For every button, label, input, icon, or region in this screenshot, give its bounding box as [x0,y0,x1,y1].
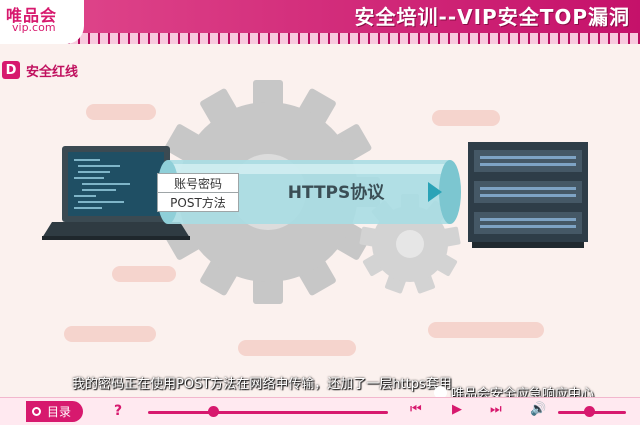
header-bar: 唯品会 vip.com 安全培训--VIP安全TOP漏洞 [0,0,640,44]
menu-button[interactable]: 目录 [26,401,84,422]
rewind-button[interactable]: ⏮ [410,402,422,417]
laptop-icon [42,146,190,240]
post-method-label: POST方法 [157,192,239,212]
volume-icon[interactable]: 🔊 [530,402,547,417]
background-cloud [64,326,156,342]
vip-logo: 唯品会 vip.com [0,0,84,44]
help-button[interactable]: ? [114,403,123,419]
progress-handle[interactable] [207,406,219,417]
section-heading: D 安全红线 [2,60,78,80]
forward-button[interactable]: ⏭ [490,402,502,417]
background-cloud [86,104,156,120]
wechat-icon [434,386,447,399]
menu-icon [32,407,41,416]
background-cloud [112,266,176,282]
play-button[interactable]: ▶ [452,402,462,417]
progress-track[interactable] [148,411,388,414]
background-cloud [238,340,356,356]
server-rack-icon [468,142,588,248]
logo-cn: 唯品会 [6,6,58,25]
course-title: 安全培训--VIP安全TOP漏洞 [354,5,630,29]
logo-en: vip.com [12,21,56,34]
background-cloud [428,322,544,338]
player-controls: 目录 ? ⏮ ▶ ⏭ 🔊 [0,397,640,425]
narration-subtitle: 我的密码正在使用POST方法在网络中传输，还加了一层https套用 [72,377,452,392]
section-label: 安全红线 [26,64,79,80]
https-protocol-label: HTTPS协议 [287,183,385,203]
background-cloud [432,110,500,126]
arrow-icon [428,182,442,202]
volume-handle[interactable] [583,406,595,417]
credential-label: 账号密码 [157,173,239,193]
menu-label: 目录 [47,405,72,419]
section-badge: D [2,61,20,79]
header-stripe [0,33,640,44]
